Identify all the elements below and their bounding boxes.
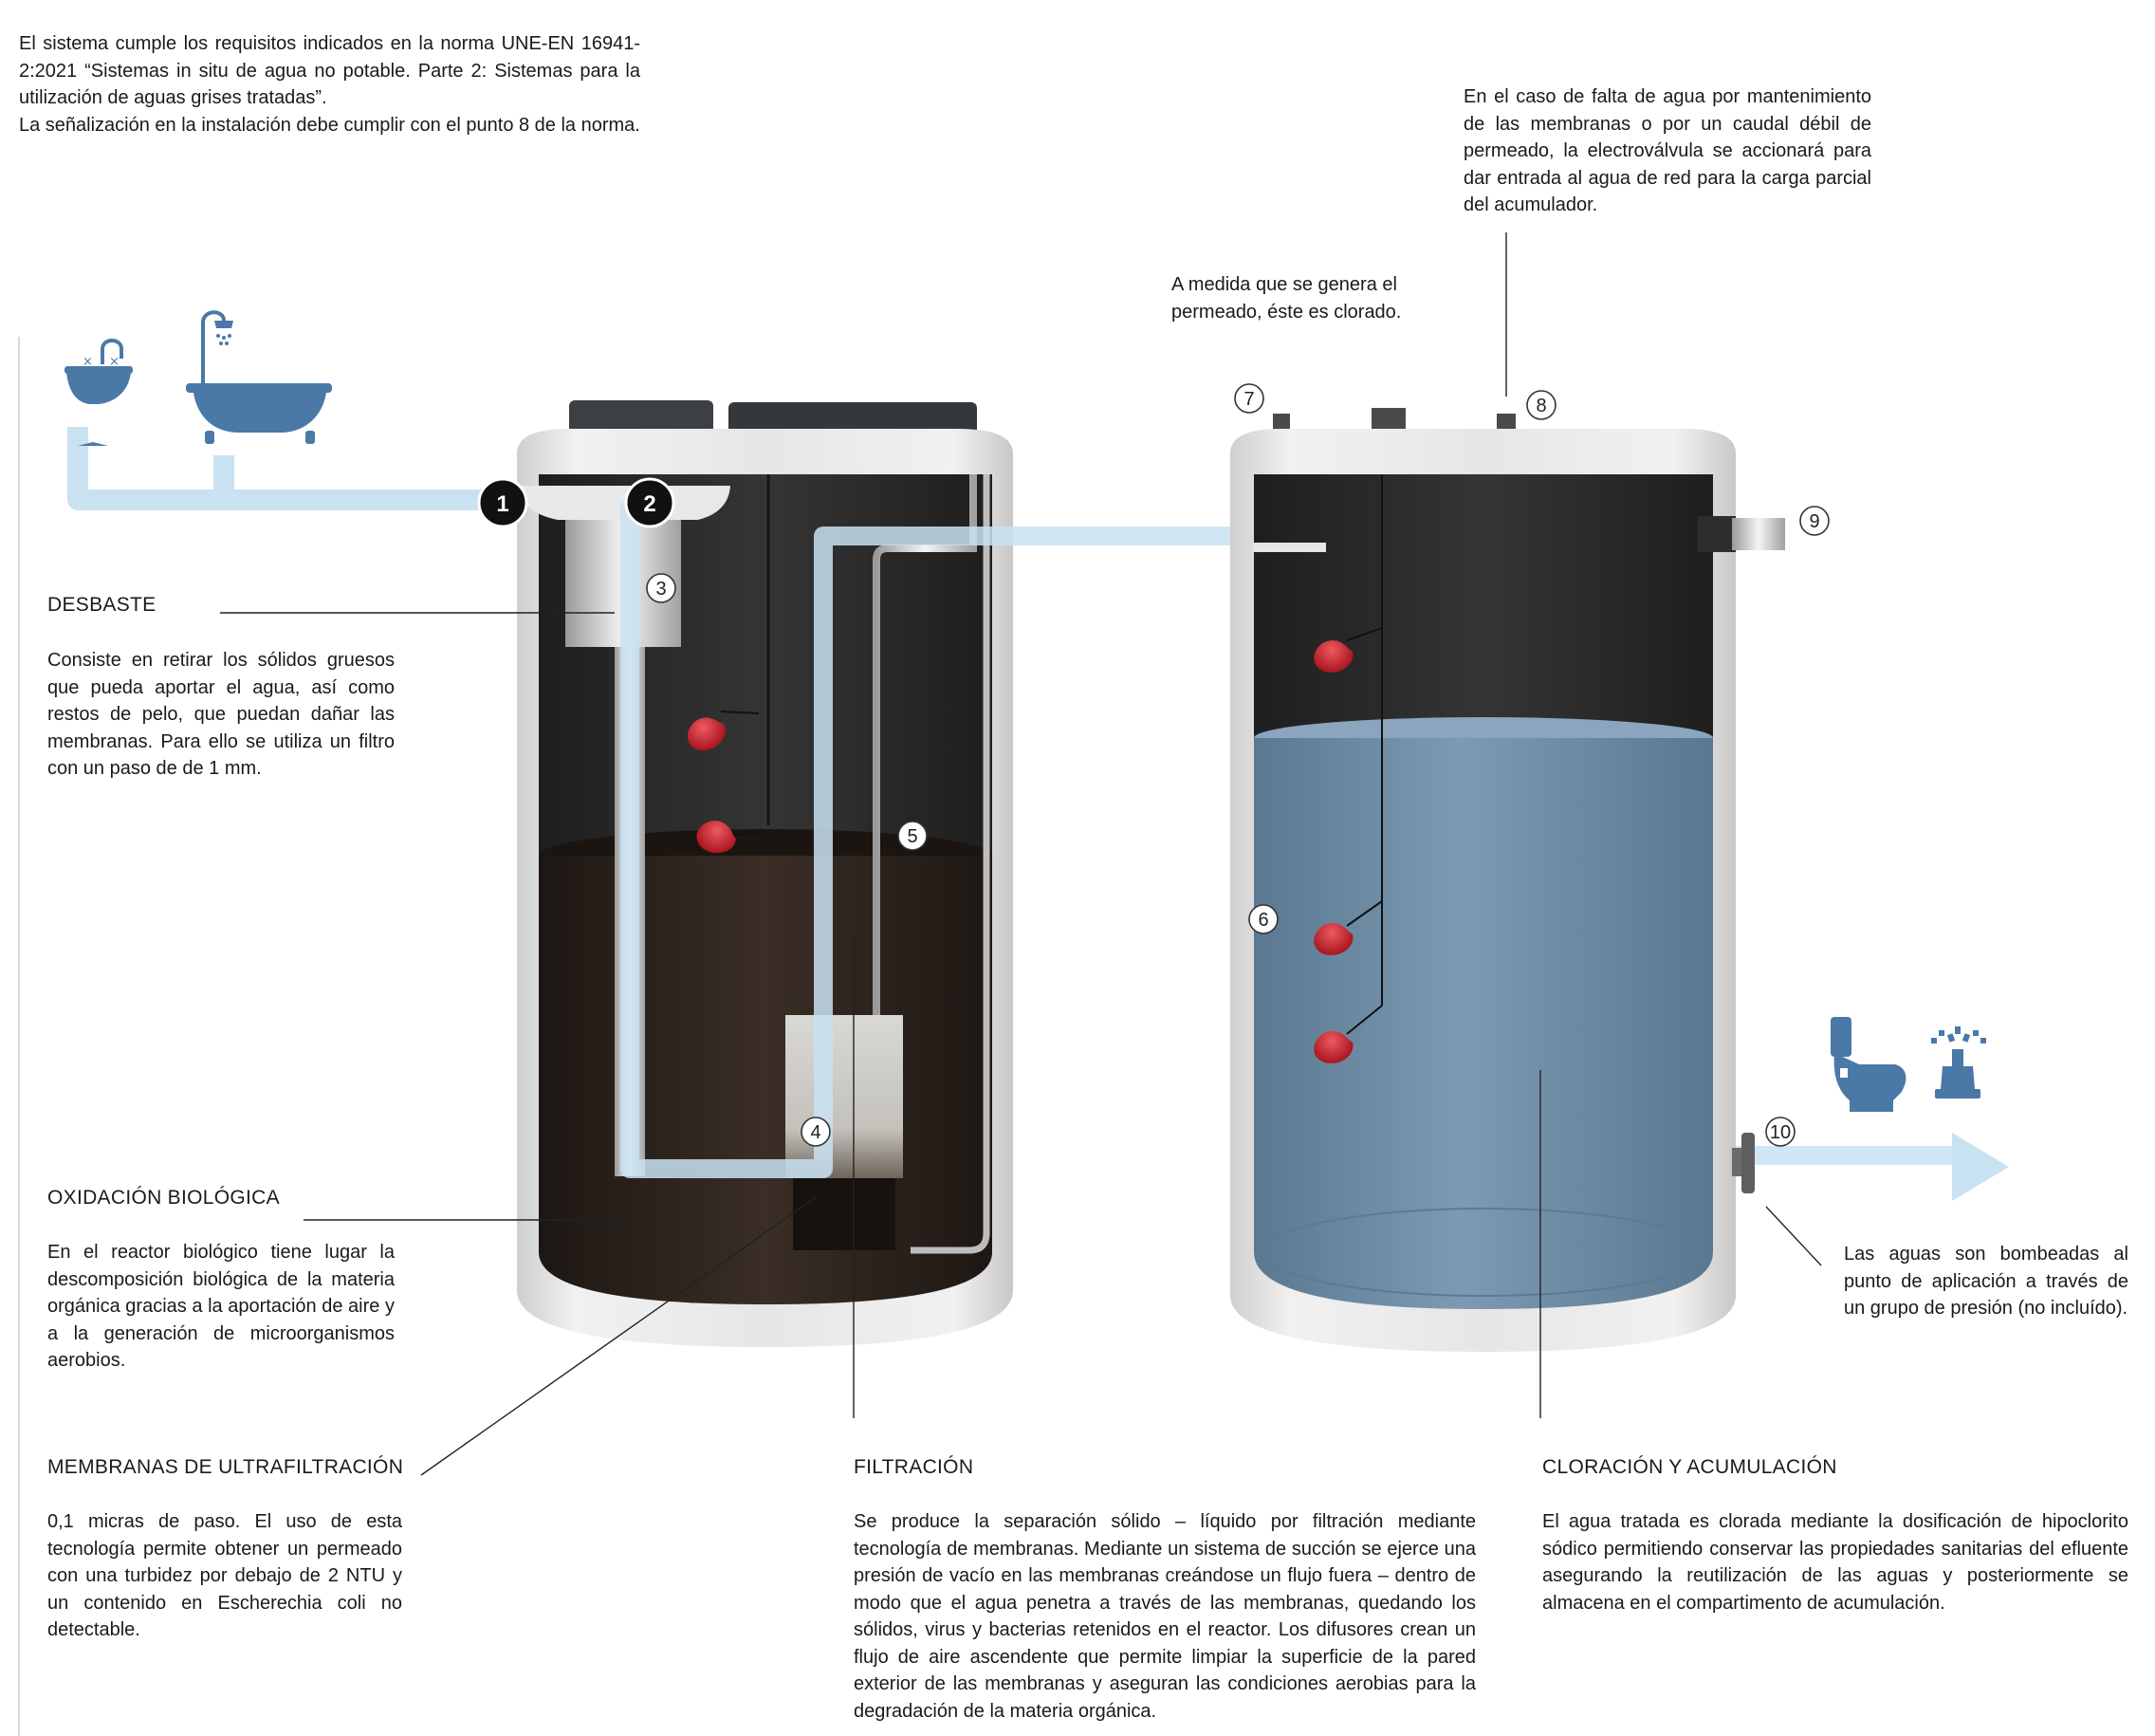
svg-text:8: 8 [1536,396,1546,416]
oxidacion-text: En el reactor biológico tiene lugar la d… [47,1242,395,1371]
marker-7: 7 [1234,383,1264,414]
marker-10: 10 [1765,1117,1796,1147]
norma-note: El sistema cumple los requisitos indicad… [19,30,640,139]
svg-text:7: 7 [1243,389,1254,410]
norma-paragraph-1: El sistema cumple los requisitos indicad… [19,33,640,108]
svg-text:10: 10 [1770,1122,1791,1143]
bombeo-note: Las aguas son bombeadas al punto de apli… [1844,1244,2128,1319]
marker-5: 5 [897,821,928,851]
marker-2: 2 [624,477,675,528]
svg-text:4: 4 [810,1122,820,1143]
filtracion-text: Se produce la separación sólido – líquid… [854,1511,1476,1722]
svg-text:×: × [109,355,120,369]
clorado-note: A medida que se genera el permeado, éste… [1171,274,1402,323]
svg-text:5: 5 [907,826,917,847]
cloracion-title: CLORACIÓN Y ACUMULACIÓN [1542,1456,1837,1478]
bathtub-shower-icon [186,310,332,444]
svg-text:3: 3 [655,579,666,600]
marker-3: 3 [646,573,676,603]
marker-1: 1 [477,477,528,528]
cloracion-text: El agua tratada es clorada mediante la d… [1542,1511,2128,1614]
filtracion-title: FILTRACIÓN [854,1456,974,1478]
toilet-icon [1831,1017,1906,1112]
reactor-tank [517,400,1013,1347]
oxidacion-title: OXIDACIÓN BIOLÓGICA [47,1187,280,1209]
irrigation-sprinkler-icon [1931,1026,1986,1099]
washbasin-icon: × × [64,339,133,446]
marker-4: 4 [801,1117,831,1147]
membranas-title: MEMBRANAS DE ULTRAFILTRACIÓN [47,1456,404,1478]
svg-text:9: 9 [1809,511,1819,532]
flow-arrow-icon [1952,1133,2009,1201]
svg-text:6: 6 [1258,910,1268,931]
svg-text:2: 2 [643,491,655,517]
marker-9: 9 [1799,506,1830,536]
electrovalvula-note: En el caso de falta de agua por mantenim… [1464,86,1871,215]
desbaste-title: DESBASTE [47,594,157,616]
marker-6: 6 [1248,904,1279,934]
storage-tank [1230,408,1785,1352]
svg-text:×: × [83,355,93,369]
norma-paragraph-2: La señalización en la instalación debe c… [19,114,640,136]
membranas-text: 0,1 micras de paso. El uso de esta tecno… [47,1511,402,1640]
desbaste-text: Consiste en retirar los sólidos gruesos … [47,650,395,779]
marker-8: 8 [1526,390,1556,420]
svg-text:1: 1 [496,491,508,517]
